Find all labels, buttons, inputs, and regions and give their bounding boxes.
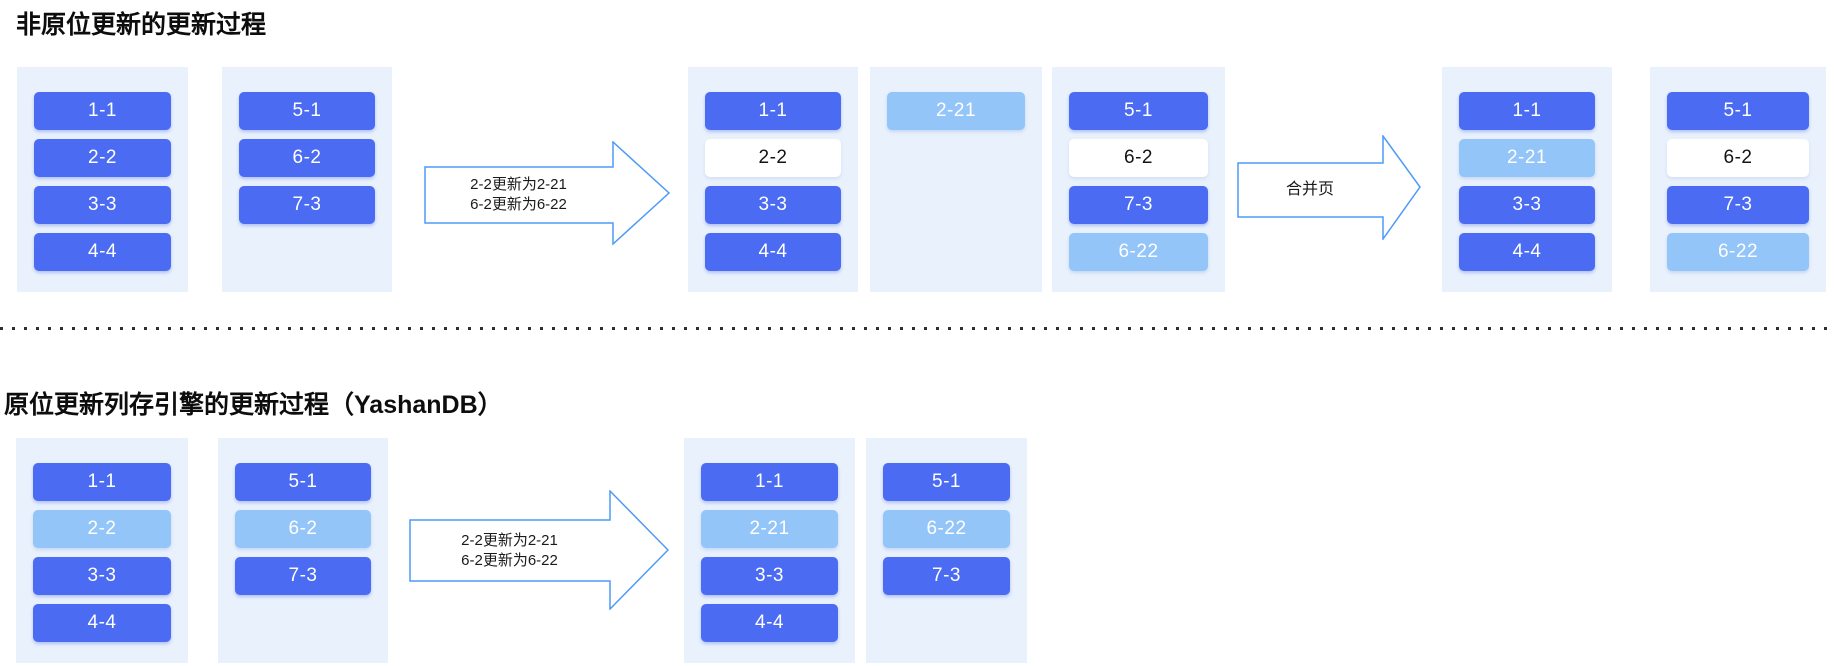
page-cell: 2-21 — [887, 92, 1025, 130]
page-cell: 7-3 — [1667, 186, 1809, 224]
arrow-label-line: 6-2更新为6-22 — [470, 196, 567, 213]
page-cell: 5-1 — [1667, 92, 1809, 130]
page-cell: 1-1 — [701, 463, 838, 501]
page-cell: 4-4 — [33, 604, 171, 642]
s1-page-after-update-left: 1-1 2-2 3-3 4-4 — [688, 67, 858, 292]
page-cell: 3-3 — [33, 557, 171, 595]
page-cell: 4-4 — [705, 233, 841, 271]
page-cell: 1-1 — [705, 92, 841, 130]
arrow-label-line: 2-2更新为2-21 — [470, 176, 567, 193]
page-cell: 2-2 — [33, 510, 171, 548]
s1-page-merged-right: 5-1 6-2 7-3 6-22 — [1650, 67, 1826, 292]
update-flow-arrow: 2-2更新为2-21 6-2更新为6-22 — [409, 490, 669, 610]
page-cell: 3-3 — [701, 557, 838, 595]
page-cell: 6-2 — [239, 139, 375, 177]
arrow-label: 2-2更新为2-21 6-2更新为6-22 — [409, 520, 610, 581]
page-cell: 3-3 — [34, 186, 171, 224]
section2-title: 原位更新列存引擎的更新过程（YashanDB） — [4, 391, 503, 419]
page-cell: 6-2 — [1667, 139, 1809, 177]
page-cell: 7-3 — [235, 557, 371, 595]
arrow-label-line: 6-2更新为6-22 — [461, 551, 558, 569]
right-arrow-icon — [1237, 135, 1421, 240]
page-cell: 5-1 — [1069, 92, 1208, 130]
page-cell: 2-2 — [705, 139, 841, 177]
section1-title: 非原位更新的更新过程 — [16, 11, 267, 39]
page-cell: 7-3 — [883, 557, 1010, 595]
s1-page-original-left: 1-1 2-2 3-3 4-4 — [17, 67, 188, 292]
update-flow-arrow: 2-2更新为2-21 6-2更新为6-22 — [424, 141, 671, 245]
page-cell: 2-2 — [34, 139, 171, 177]
s2-page-original-right: 5-1 6-2 7-3 — [218, 438, 388, 663]
page-cell: 6-22 — [883, 510, 1010, 548]
page-cell: 6-2 — [235, 510, 371, 548]
arrow-label: 2-2更新为2-21 6-2更新为6-22 — [424, 167, 613, 223]
merge-flow-arrow: 合并页 — [1237, 135, 1421, 240]
page-cell: 7-3 — [1069, 186, 1208, 224]
page-cell: 6-22 — [1667, 233, 1809, 271]
dotted-divider — [0, 327, 1834, 330]
page-cell: 1-1 — [1459, 92, 1595, 130]
page-cell: 2-21 — [701, 510, 838, 548]
page-cell: 3-3 — [1459, 186, 1595, 224]
right-arrow-icon — [424, 141, 671, 245]
s2-page-after-update-left: 1-1 2-21 3-3 4-4 — [684, 438, 855, 663]
page-cell: 5-1 — [239, 92, 375, 130]
s2-page-after-update-right: 5-1 6-22 7-3 — [866, 438, 1027, 663]
page-cell: 1-1 — [34, 92, 171, 130]
right-arrow-icon — [409, 490, 669, 610]
arrow-label: 合并页 — [1237, 163, 1383, 217]
s1-page-merged-left: 1-1 2-21 3-3 4-4 — [1442, 67, 1612, 292]
page-cell: 7-3 — [239, 186, 375, 224]
page-cell: 4-4 — [1459, 233, 1595, 271]
page-cell: 5-1 — [883, 463, 1010, 501]
s1-page-after-update-right: 5-1 6-2 7-3 6-22 — [1052, 67, 1225, 292]
arrow-label-line: 2-2更新为2-21 — [461, 531, 558, 549]
page-cell: 2-21 — [1459, 139, 1595, 177]
page-cell: 4-4 — [701, 604, 838, 642]
s1-page-new-version: 2-21 — [870, 67, 1042, 292]
page-cell: 6-22 — [1069, 233, 1208, 271]
s2-page-original-left: 1-1 2-2 3-3 4-4 — [16, 438, 188, 663]
s1-page-original-right: 5-1 6-2 7-3 — [222, 67, 392, 292]
arrow-label-line: 合并页 — [1285, 181, 1334, 198]
page-cell: 1-1 — [33, 463, 171, 501]
page-cell: 4-4 — [34, 233, 171, 271]
page-cell: 3-3 — [705, 186, 841, 224]
page-cell: 6-2 — [1069, 139, 1208, 177]
page-cell: 5-1 — [235, 463, 371, 501]
